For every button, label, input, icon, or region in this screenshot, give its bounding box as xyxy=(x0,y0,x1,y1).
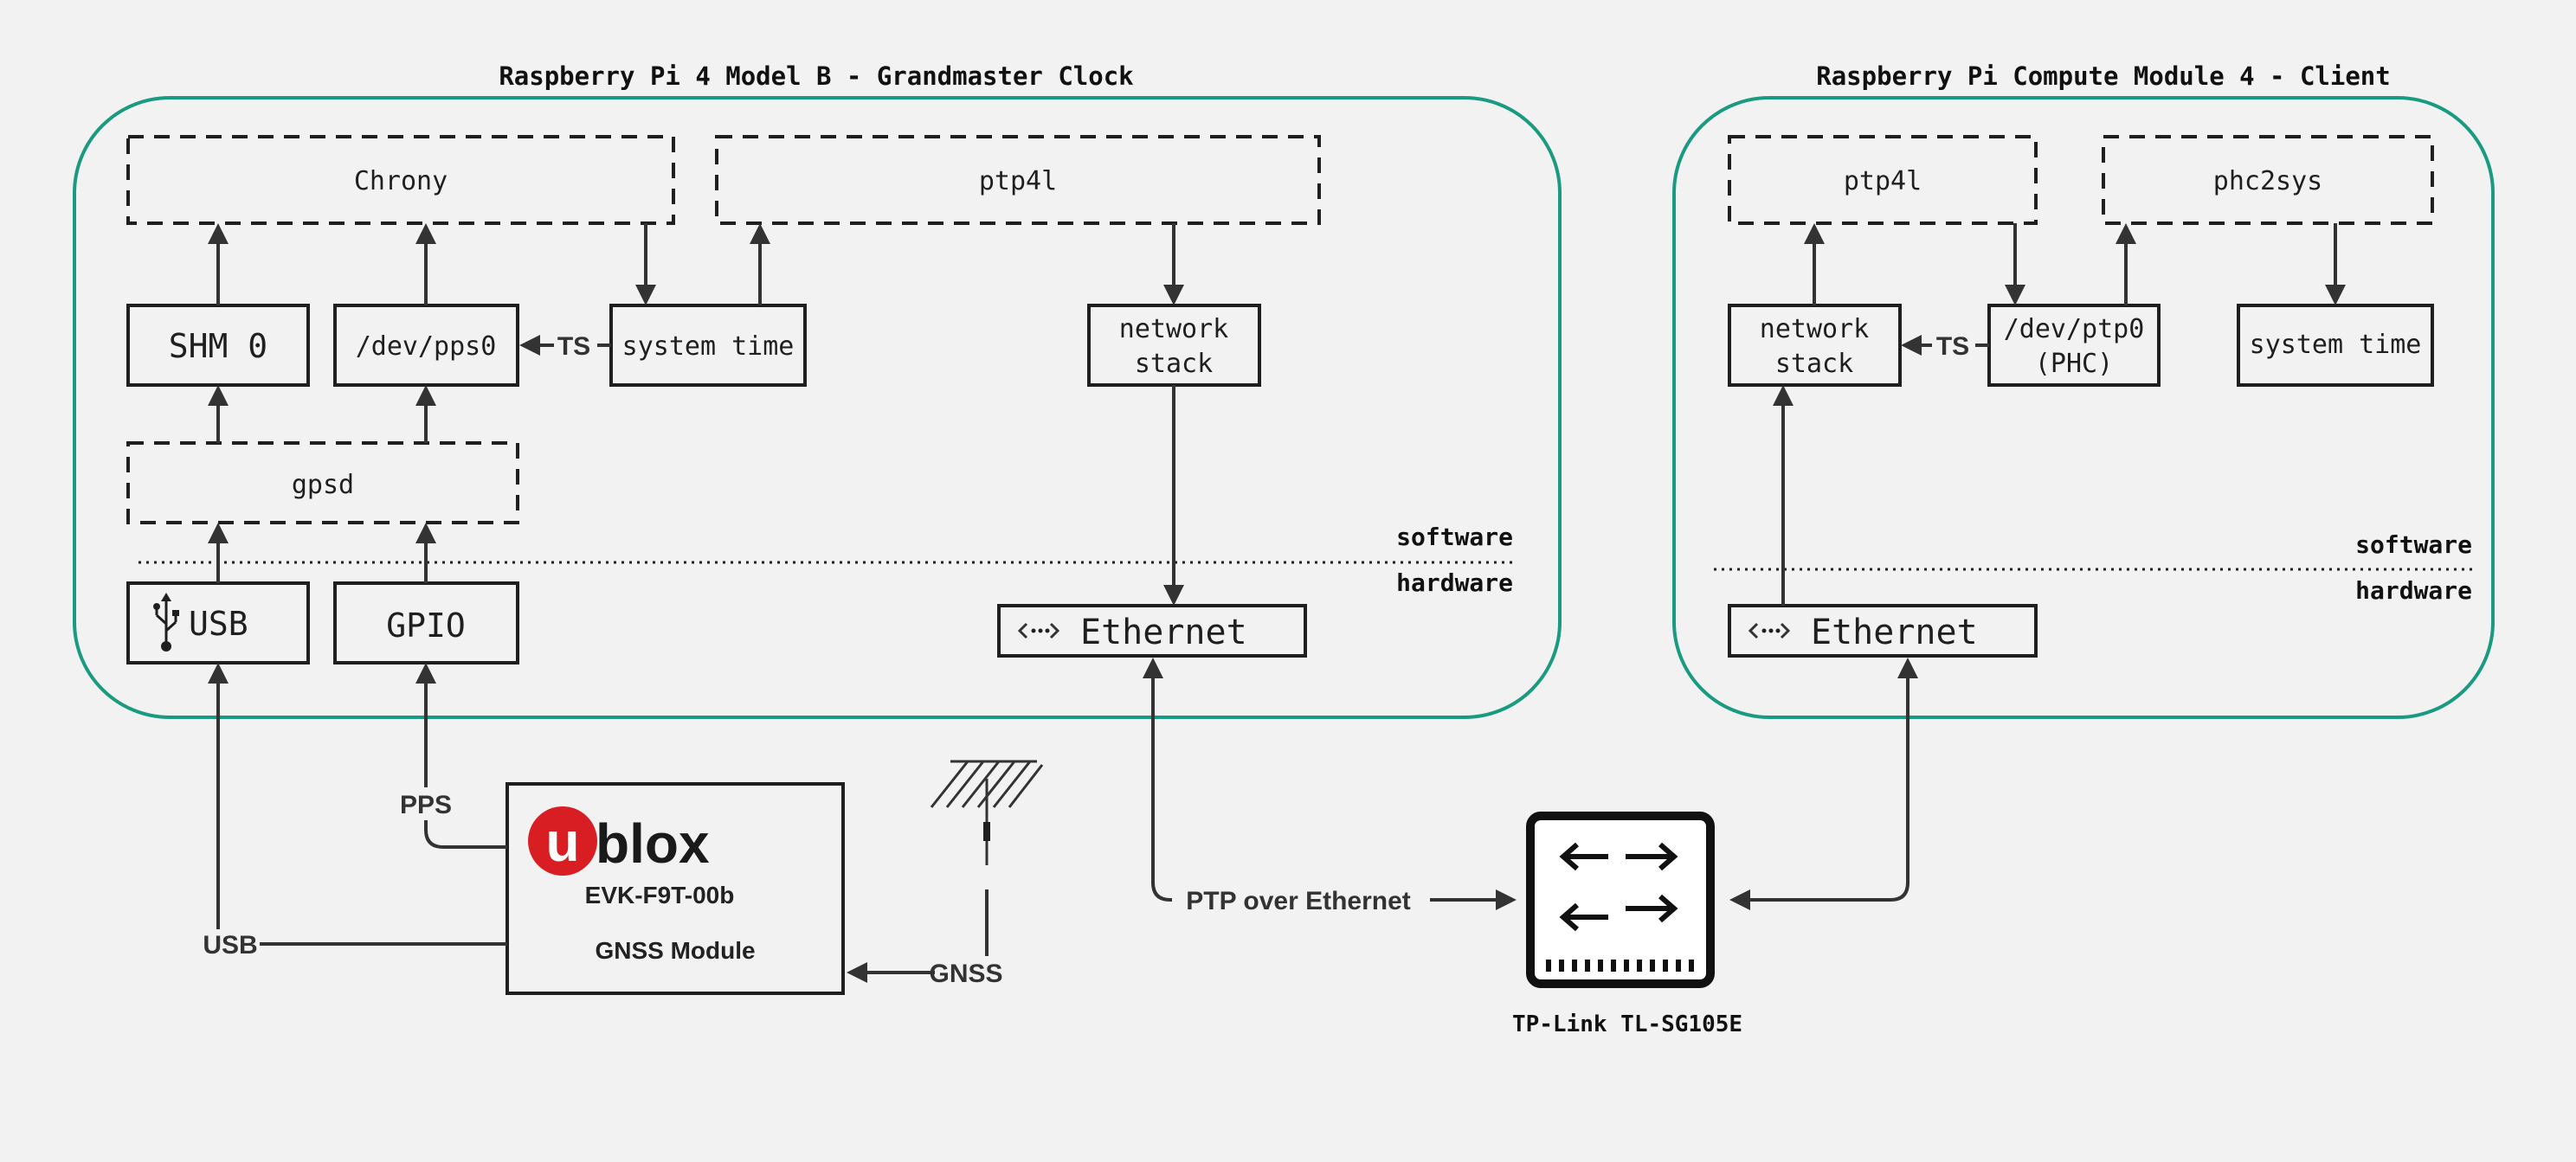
client-network-stack-line2: stack xyxy=(1775,349,1853,379)
gm-network-stack-line1: network xyxy=(1119,314,1228,344)
gm-ethernet-label: Ethernet xyxy=(1080,613,1247,652)
shm-box xyxy=(126,304,310,387)
phc2sys-label: phc2sys xyxy=(2213,166,2322,196)
gnss-module-model: EVK-F9T-00b xyxy=(585,882,735,908)
gm-network-stack-box xyxy=(1087,304,1261,387)
client-ethernet-box xyxy=(1728,604,2038,658)
gnss-module-name: GNSS Module xyxy=(595,937,755,964)
ethernet-icon xyxy=(1017,622,1060,639)
gm-ptp4l-box xyxy=(715,135,1321,225)
client-system-time-box xyxy=(2237,304,2434,387)
phc2sys-box xyxy=(2102,135,2434,225)
client-ethernet-label: Ethernet xyxy=(1811,613,1978,652)
usb-icon xyxy=(153,593,179,652)
client-software-label: software xyxy=(2355,530,2472,559)
gm-ptp4l-label: ptp4l xyxy=(979,166,1057,196)
ptp-link-label: PTP over Ethernet xyxy=(1186,887,1411,915)
gpsd-box xyxy=(126,441,519,524)
ublox-logo-text: blox xyxy=(596,812,710,875)
ethernet-icon xyxy=(1748,622,1791,639)
gpio-label: GPIO xyxy=(386,607,466,645)
gm-hardware-label: hardware xyxy=(1396,568,1513,597)
client-title: Raspberry Pi Compute Module 4 - Client xyxy=(1816,61,2390,91)
ptp-dev-line1: /dev/ptp0 xyxy=(2004,314,2145,344)
switch-label: TP-Link TL-SG105E xyxy=(1512,1011,1742,1037)
gm-system-time-label: system time xyxy=(622,331,795,362)
pps-dev-label: /dev/pps0 xyxy=(356,331,497,362)
client-ptp4l-label: ptp4l xyxy=(1844,166,1922,196)
chrony-label: Chrony xyxy=(354,166,448,196)
gpio-box xyxy=(333,581,519,664)
client-network-stack-line1: network xyxy=(1760,314,1869,344)
client-group xyxy=(1672,96,2495,719)
client-ts-label: TS xyxy=(1936,332,1969,361)
client-network-stack-box xyxy=(1728,304,1902,387)
pps-link-label: PPS xyxy=(400,791,452,819)
ublox-logo-circle xyxy=(528,806,597,876)
pps-dev-box xyxy=(333,304,519,387)
gm-software-label: software xyxy=(1396,523,1513,551)
ublox-logo-u: u xyxy=(545,811,579,873)
gnss-link-label: GNSS xyxy=(929,960,1002,988)
usb-port-box xyxy=(126,581,310,664)
usb-port-label: USB xyxy=(189,605,248,643)
grandmaster-title: Raspberry Pi 4 Model B - Grandmaster Clo… xyxy=(499,61,1133,91)
gm-ethernet-box xyxy=(997,604,1307,658)
antenna-icon xyxy=(930,760,1044,865)
shm-label: SHM 0 xyxy=(169,327,267,365)
gm-ts-label: TS xyxy=(557,332,590,361)
gm-network-stack-line2: stack xyxy=(1135,349,1213,379)
gm-system-time-box xyxy=(609,304,807,387)
ptp-dev-box xyxy=(1987,304,2161,387)
gpsd-label: gpsd xyxy=(292,470,354,500)
network-switch-icon xyxy=(1526,812,1715,988)
client-system-time-label: system time xyxy=(2250,330,2422,360)
ptp-dev-line2: (PHC) xyxy=(2035,349,2113,379)
usb-link-label: USB xyxy=(203,931,257,960)
client-hardware-label: hardware xyxy=(2355,576,2472,605)
chrony-box xyxy=(126,135,675,225)
client-ptp4l-box xyxy=(1728,135,2038,225)
grandmaster-group xyxy=(73,96,1562,719)
